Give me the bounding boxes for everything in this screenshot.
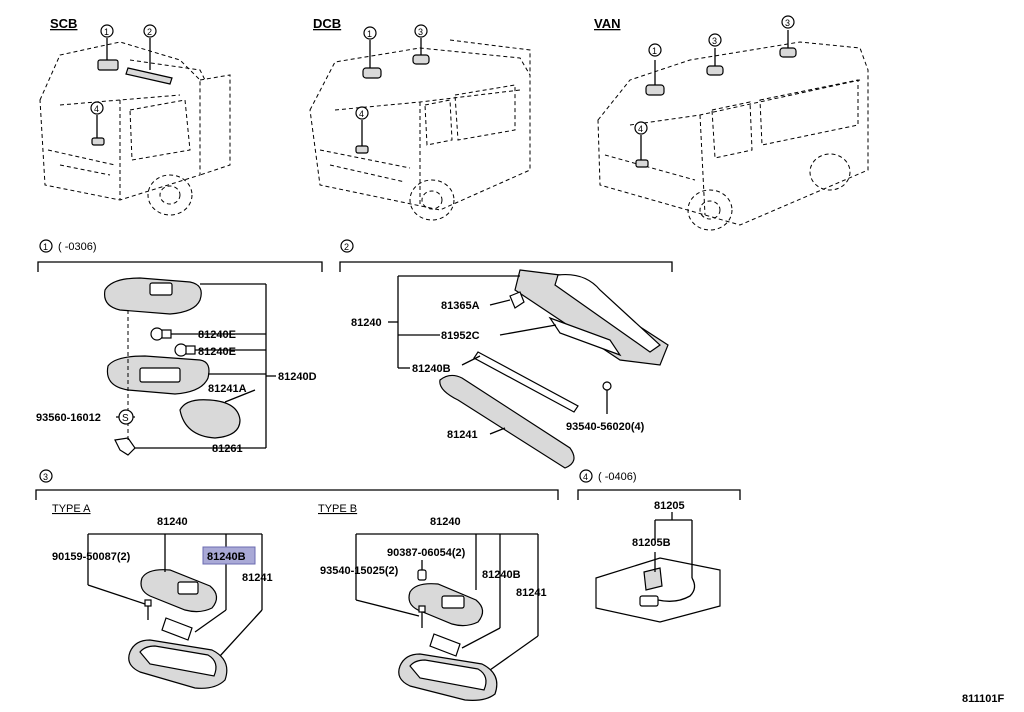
section-4-range: ( -0406): [598, 471, 637, 483]
marker-4-scb: 4: [90, 101, 104, 115]
svg-text:3: 3: [785, 18, 790, 28]
svg-text:1: 1: [652, 46, 657, 56]
marker-1-scb: 1: [100, 24, 114, 38]
highlight-81240B: [202, 546, 256, 565]
section-2: 2 81240 81365A 81952C 81240B 93540-56020…: [339, 239, 673, 469]
marker-2-scb: 2: [143, 24, 157, 38]
label-81205: 81205: [654, 500, 685, 512]
section-1-range: ( -0306): [58, 241, 97, 253]
marker-3-van-b: 3: [781, 15, 795, 29]
label-S: S: [122, 413, 129, 424]
label-81261: 81261: [212, 443, 243, 455]
svg-text:4: 4: [94, 104, 99, 114]
marker-4-dcb: 4: [355, 106, 369, 120]
label-81240-s2: 81240: [351, 317, 382, 329]
section-1-marker: 1: [43, 242, 48, 252]
label-81241A: 81241A: [208, 383, 247, 395]
label-81365A: 81365A: [441, 300, 480, 312]
vehicle-markers: 1 2 4 1 3 4 1 3 3 4: [90, 15, 795, 135]
label-93540-56020: 93540-56020(4): [566, 421, 645, 433]
vehicle-dcb-label: DCB: [313, 16, 341, 31]
vehicle-scb: SCB: [39, 16, 231, 216]
label-81205B: 81205B: [632, 537, 671, 549]
label-b-81241: 81241: [516, 587, 547, 599]
label-b-81240: 81240: [430, 516, 461, 528]
label-81240E-1: 81240E: [198, 329, 236, 341]
figure-id: 811101F: [962, 693, 1004, 705]
label-b-93540-15025: 93540-15025(2): [320, 565, 399, 577]
section-1: 1 ( -0306) 81240E 81240E 81240D 81241: [36, 239, 323, 456]
label-b-90387-06054: 90387-06054(2): [387, 547, 466, 559]
section-3: 3 TYPE A TYPE B 81240 90159-50087(2) 812…: [35, 469, 559, 701]
label-a-81240B: 81240B: [207, 551, 246, 563]
svg-text:4: 4: [359, 109, 364, 119]
label-a-81240: 81240: [157, 516, 188, 528]
marker-1-dcb: 1: [363, 26, 377, 40]
label-81240E-2: 81240E: [198, 346, 236, 358]
label-a-90159-50087: 90159-50087(2): [52, 551, 131, 563]
vehicle-dcb: DCB: [309, 16, 531, 221]
vehicle-van: VAN: [594, 16, 869, 231]
svg-text:3: 3: [418, 27, 423, 37]
label-b-81240B: 81240B: [482, 569, 521, 581]
marker-3-dcb: 3: [414, 24, 428, 38]
svg-text:1: 1: [104, 27, 109, 37]
svg-text:4: 4: [638, 124, 643, 134]
label-93560-16012: 93560-16012: [36, 412, 101, 424]
section-2-marker: 2: [344, 242, 349, 252]
label-81241-s2: 81241: [447, 429, 478, 441]
marker-1-van: 1: [648, 43, 662, 57]
label-81952C: 81952C: [441, 330, 480, 342]
vehicle-scb-label: SCB: [50, 16, 77, 31]
svg-text:1: 1: [367, 29, 372, 39]
label-81240D: 81240D: [278, 371, 317, 383]
section-3-marker: 3: [43, 472, 48, 482]
svg-text:3: 3: [712, 36, 717, 46]
type-a-label: TYPE A: [52, 503, 91, 515]
vehicle-van-label: VAN: [594, 16, 620, 31]
marker-4-van: 4: [634, 121, 648, 135]
marker-3-van-a: 3: [708, 33, 722, 47]
section-4-marker: 4: [583, 472, 588, 482]
type-b-label: TYPE B: [318, 503, 357, 515]
section-4: 4 ( -0406) 81205 81205B: [577, 469, 741, 623]
svg-text:2: 2: [147, 27, 152, 37]
label-a-81241: 81241: [242, 572, 273, 584]
label-81240B-s2: 81240B: [412, 363, 451, 375]
